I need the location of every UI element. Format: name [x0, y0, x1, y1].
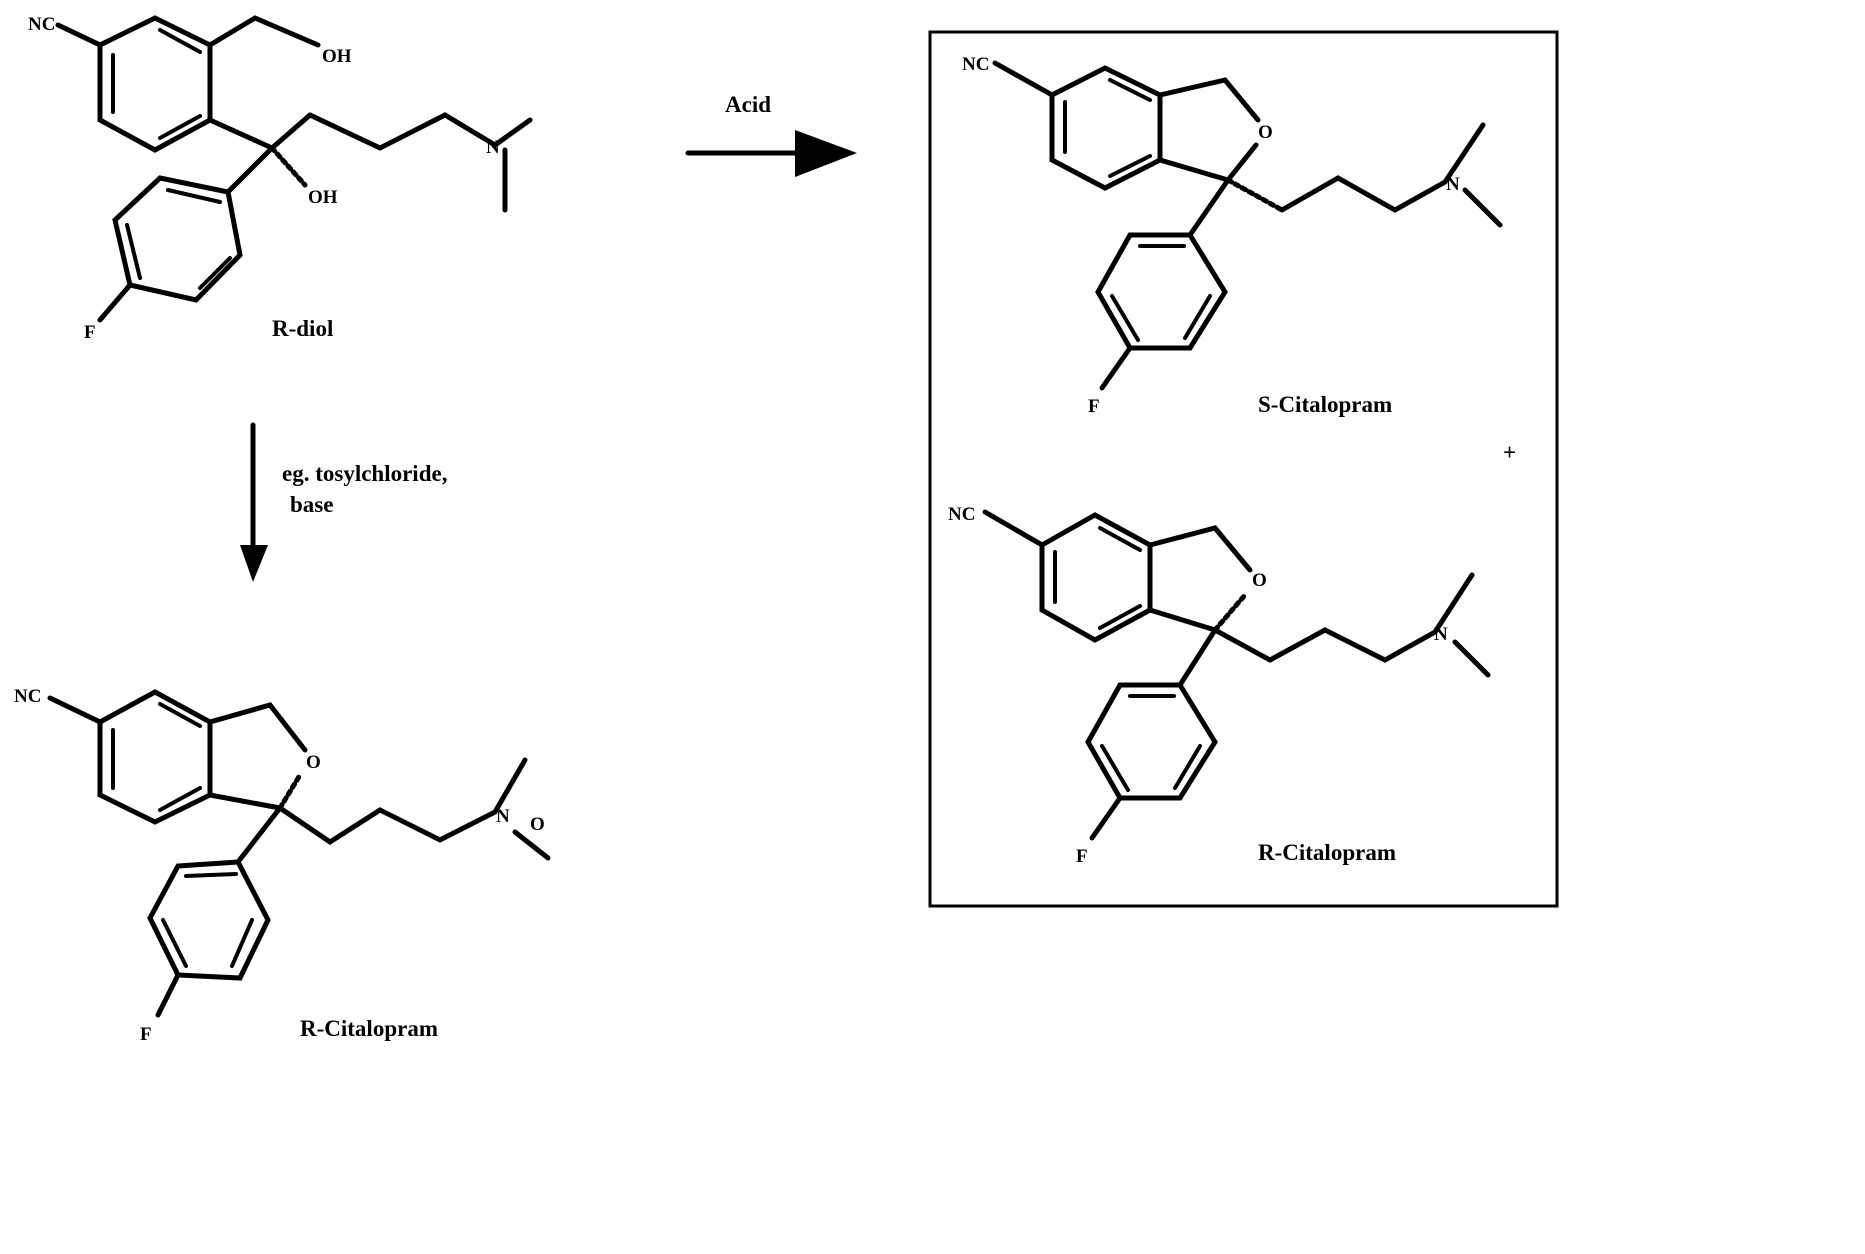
- reagent-tosyl-line1: eg. tosylchloride,: [282, 461, 447, 486]
- bottom-aryl-ring: [50, 692, 210, 822]
- r-n-methyl-down: [1455, 642, 1488, 675]
- diol-wedge-bond: [272, 115, 310, 148]
- s-furan-c1: [1160, 160, 1228, 180]
- atom-f-r: F: [1076, 846, 1088, 867]
- diol-hash-bond-oh: [272, 148, 305, 185]
- diol-c-f-bond: [100, 285, 130, 320]
- bottom-fluorophenyl-double-bonds: [163, 874, 252, 966]
- bottom-hash-bond-o: [280, 775, 300, 808]
- plus-sign: +: [1503, 440, 1516, 465]
- bottom-aryl-double-bonds: [113, 704, 200, 810]
- r-citalopram-box-structure: NC O N F R-Citalopram: [948, 504, 1488, 867]
- r-fluorophenyl-ring: [1088, 685, 1215, 798]
- diol-aryl-ring: [58, 18, 210, 150]
- r-c-to-phenyl: [1180, 630, 1215, 685]
- r-aryl-ring: [985, 512, 1150, 640]
- diol-aryl-ring-double-bonds: [113, 30, 200, 138]
- s-wedge-bond-o: [1228, 145, 1256, 180]
- bottom-c-f-bond: [158, 975, 178, 1015]
- bottom-c-to-phenyl: [238, 808, 280, 862]
- atom-n-r: N: [1434, 624, 1448, 645]
- diol-aryl-to-center: [210, 120, 272, 148]
- atom-nc-diol: NC: [28, 14, 55, 35]
- atom-nc-bottom: NC: [14, 686, 41, 707]
- bottom-furan-c1: [210, 795, 280, 808]
- acid-arrow-head: [795, 130, 857, 177]
- label-s-citalopram: S-Citalopram: [1258, 392, 1392, 417]
- s-propyl-chain: [1282, 125, 1483, 210]
- atom-o-s: O: [1258, 122, 1273, 143]
- atom-o-bottom: O: [306, 752, 321, 773]
- atom-f-s: F: [1088, 396, 1100, 417]
- r-c-f-bond: [1092, 798, 1120, 838]
- tosyl-arrow-head: [240, 545, 268, 582]
- s-furan-ch2: [1160, 80, 1258, 120]
- r-aryl-double-bonds: [1055, 528, 1140, 628]
- s-n-methyl-down: [1465, 190, 1500, 225]
- atom-oh-center: OH: [308, 187, 338, 208]
- atom-n-s: N: [1446, 174, 1460, 195]
- atom-n-bottom: N: [496, 806, 510, 827]
- atom-nc-s: NC: [962, 54, 989, 75]
- s-aryl-ring: [995, 63, 1160, 188]
- s-c-f-bond: [1102, 348, 1130, 388]
- r-diol-structure: NC OH N OH F R-diol: [28, 14, 530, 343]
- label-r-citalopram-bottom: R-Citalopram: [300, 1016, 438, 1041]
- atom-f-diol: F: [84, 322, 96, 343]
- reagent-tosyl-line2: base: [290, 492, 333, 517]
- diol-fluorophenyl-double-bonds: [127, 190, 230, 288]
- atom-f-bottom: F: [140, 1024, 152, 1045]
- s-fluorophenyl-double-bonds: [1112, 246, 1210, 340]
- atom-o-r: O: [1252, 570, 1267, 591]
- s-c-to-phenyl: [1190, 180, 1228, 235]
- acid-arrow: Acid: [688, 92, 857, 177]
- tosyl-arrow: eg. tosylchloride, base: [240, 425, 447, 582]
- label-r-diol: R-diol: [272, 316, 333, 341]
- s-aryl-double-bonds: [1065, 80, 1150, 176]
- atom-n-diol: N: [486, 137, 500, 158]
- r-hash-bond-o: [1215, 595, 1245, 630]
- r-furan-c1: [1150, 610, 1215, 630]
- atom-o-noxide: O: [530, 814, 545, 835]
- r-fluorophenyl-double-bonds: [1102, 696, 1200, 790]
- r-furan-ch2: [1150, 528, 1250, 570]
- reagent-acid: Acid: [725, 92, 771, 117]
- bottom-furan-ch2: [210, 705, 305, 750]
- bottom-n-methyl-down: [515, 832, 548, 858]
- diol-ch2oh-bond: [210, 18, 318, 45]
- r-citalopram-bottom-structure: NC O N O F R-Citalopram: [14, 686, 548, 1045]
- s-fluorophenyl-ring: [1098, 235, 1225, 348]
- label-r-citalopram-box: R-Citalopram: [1258, 840, 1396, 865]
- atom-oh-top: OH: [322, 46, 352, 67]
- atom-nc-r: NC: [948, 504, 975, 525]
- s-hash-bond-chain: [1228, 180, 1282, 210]
- s-citalopram-structure: NC O N F S-Citalopram: [962, 54, 1500, 417]
